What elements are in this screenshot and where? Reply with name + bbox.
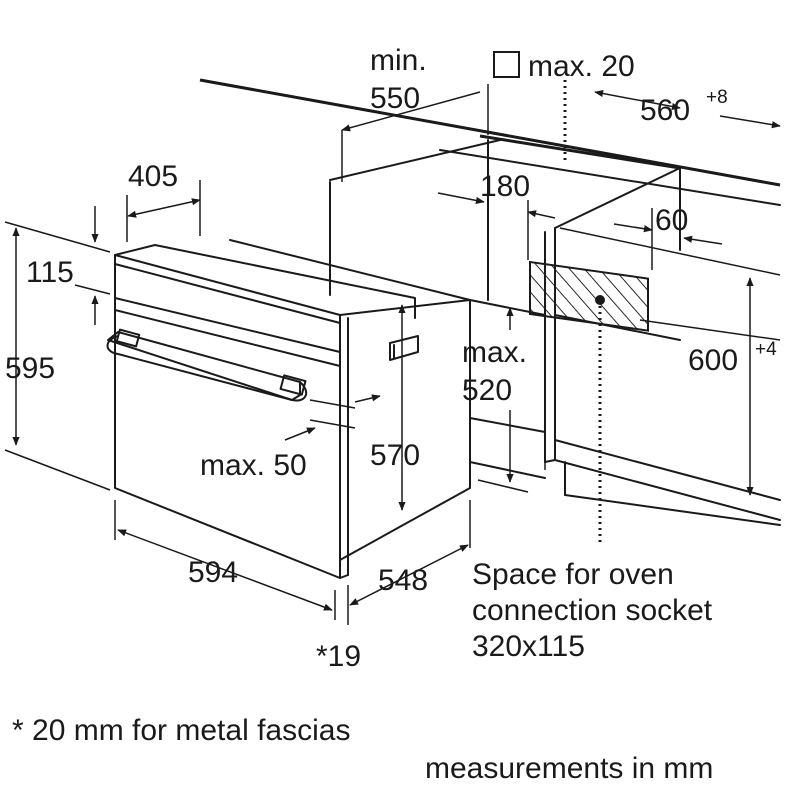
footnote: * 20 mm for metal fascias	[12, 714, 350, 747]
label-570: 570	[370, 439, 420, 472]
oven	[106, 239, 471, 579]
label-max50: max. 50	[200, 449, 307, 482]
connection-socket-area	[529, 260, 649, 332]
label-550: 550	[370, 82, 420, 115]
label-max: max.	[462, 336, 527, 369]
label-min: min.	[370, 44, 427, 77]
label-595: 595	[5, 352, 55, 385]
label-max20: max. 20	[528, 50, 635, 83]
square-symbol	[493, 51, 520, 78]
units-note: measurements in mm	[425, 752, 713, 785]
label-405: 405	[128, 160, 178, 193]
dimension-lines	[4, 84, 781, 625]
label-594: 594	[188, 556, 238, 589]
label-520: 520	[462, 374, 512, 407]
label-115: 115	[26, 256, 74, 289]
label-560-tolerance: +8	[706, 87, 728, 108]
socket-note: Space for oven connection socket 320x115	[472, 558, 713, 663]
socket-note-line2: connection socket	[472, 594, 713, 627]
worktop	[199, 78, 781, 206]
socket-note-line1: Space for oven	[472, 558, 674, 591]
label-600-tolerance: +4	[755, 339, 777, 360]
label-60: 60	[655, 204, 688, 237]
label-560: 560	[640, 94, 690, 127]
socket-note-line3: 320x115	[472, 630, 585, 663]
dimension-labels: min. 550 max. 20 560 +8 405 180 60 115 5…	[5, 44, 777, 673]
label-180: 180	[480, 170, 530, 203]
label-star19: *19	[316, 640, 361, 673]
label-548: 548	[378, 564, 428, 597]
label-600: 600	[688, 344, 738, 377]
